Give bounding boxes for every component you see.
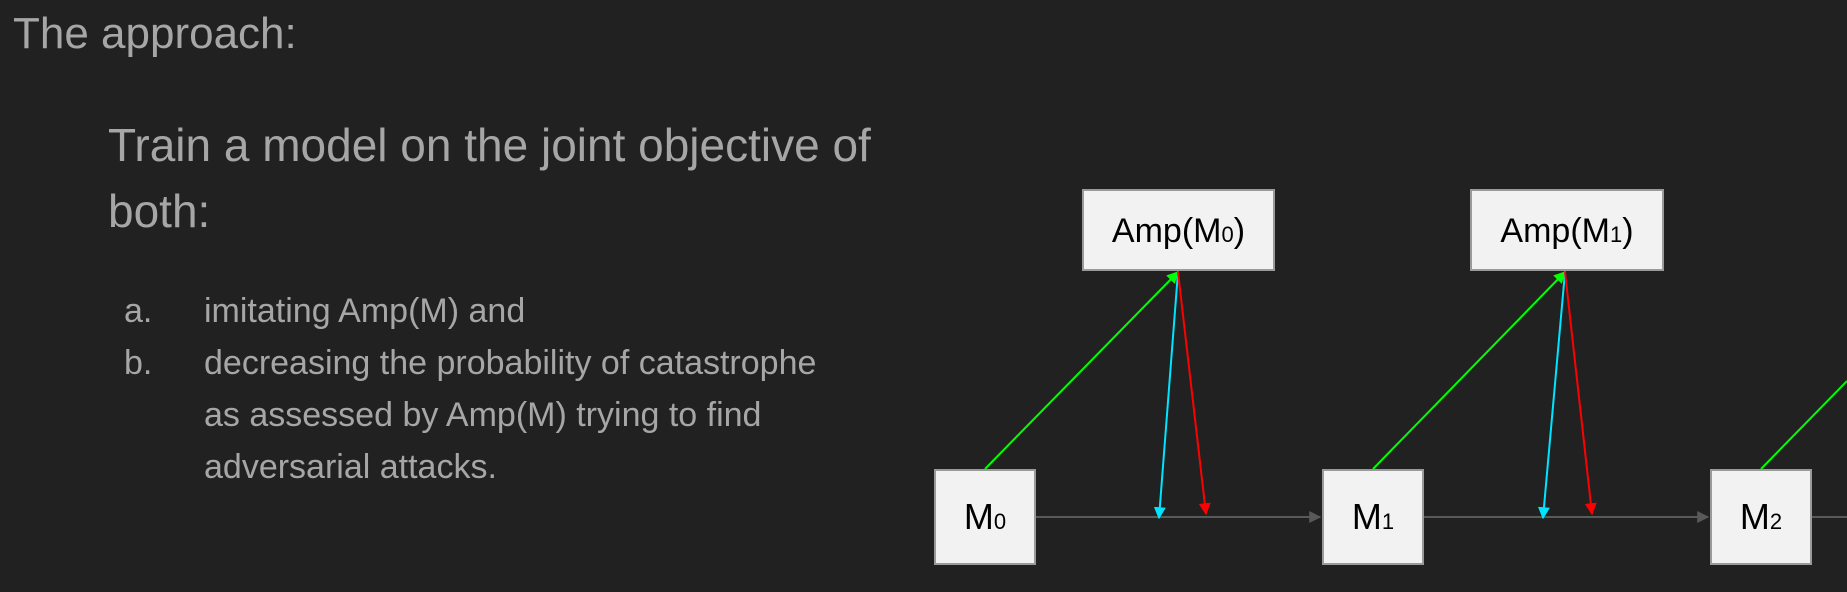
up-arrow-m0-amp0: [984, 271, 1179, 470]
list-item-text: decreasing the probability of catastroph…: [204, 344, 817, 486]
list-item: a. imitating Amp(M) and: [124, 285, 844, 337]
amp-node-label: Amp(M1): [1500, 212, 1633, 250]
feedback-arrow-red-0: [1177, 271, 1211, 516]
list-item-text: imitating Amp(M) and: [204, 292, 526, 330]
feedback-arrow-cyan-1: [1537, 271, 1566, 520]
model-node-1: M1: [1322, 469, 1424, 565]
feedback-arrow-cyan-0: [1153, 271, 1179, 520]
amp-node-0: Amp(M0): [1082, 189, 1275, 271]
intro-text: Train a model on the joint objective of …: [108, 119, 871, 237]
model-node-label: M1: [1352, 496, 1394, 537]
list-marker: b.: [124, 344, 153, 382]
list-item: b. decreasing the probability of catastr…: [124, 337, 844, 493]
model-node-0: M0: [934, 469, 1036, 565]
list-marker: a.: [124, 292, 153, 330]
slide-heading: The approach:: [13, 9, 297, 58]
objective-list: a. imitating Amp(M) and b. decreasing th…: [124, 285, 844, 493]
amp-node-label: Amp(M0): [1112, 212, 1245, 250]
feedback-arrow-red-1: [1564, 271, 1597, 516]
up-arrow-m1-amp1: [1372, 271, 1566, 470]
up-arrow-m2-out: [1760, 380, 1847, 470]
model-node-2: M2: [1710, 469, 1812, 565]
model-node-label: M2: [1740, 496, 1782, 537]
model-node-label: M0: [964, 496, 1006, 537]
amp-node-1: Amp(M1): [1470, 189, 1664, 271]
